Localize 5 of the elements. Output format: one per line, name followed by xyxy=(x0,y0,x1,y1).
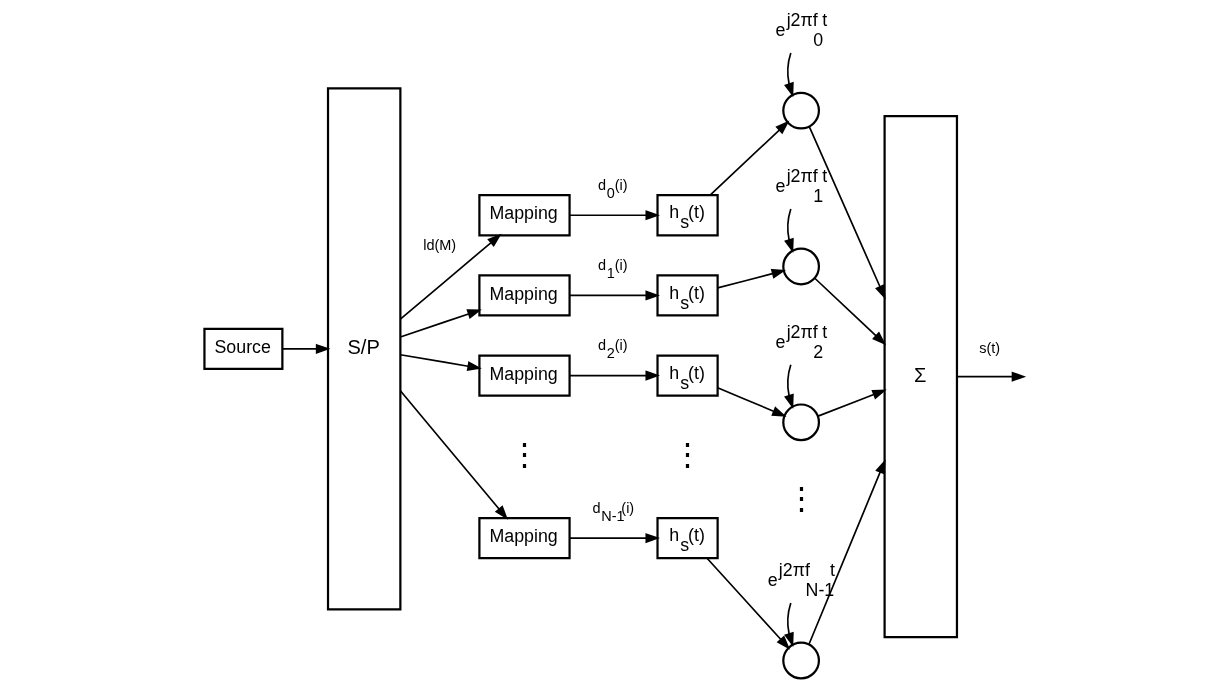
label: ⋮ xyxy=(508,436,540,472)
label: ⋮ xyxy=(785,481,817,517)
edge-label: ld(M) xyxy=(422,237,456,254)
edge-label: s(t) xyxy=(978,339,1000,356)
label: ⋮ xyxy=(671,436,703,472)
